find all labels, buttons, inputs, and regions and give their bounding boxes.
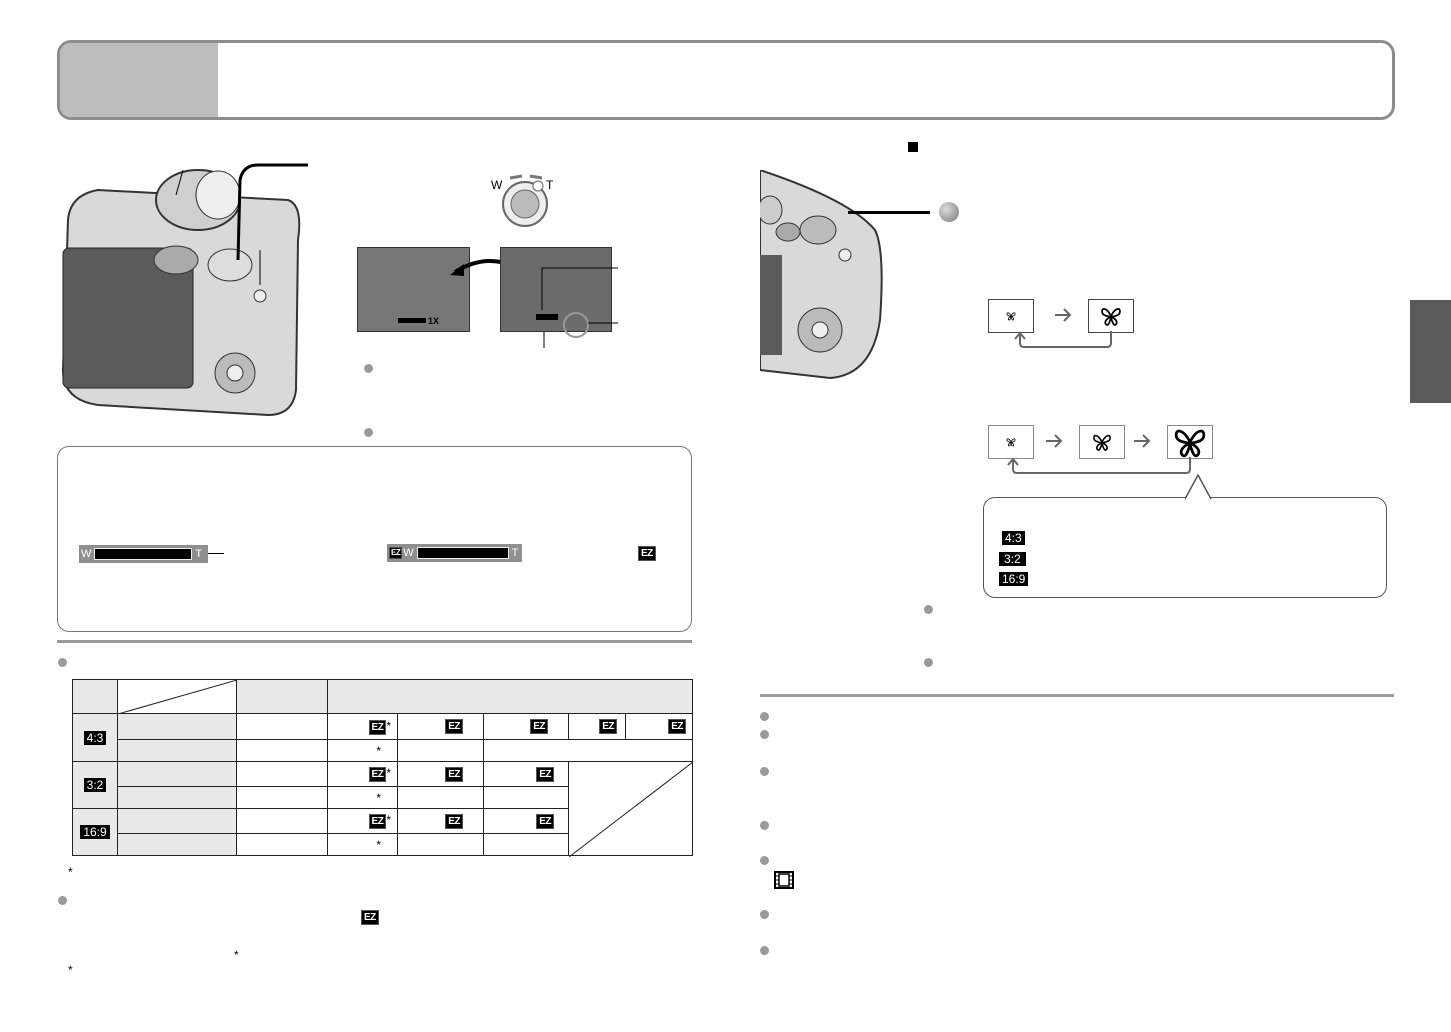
ratio-16-9-icon: 16:9 — [80, 825, 110, 839]
ez-icon: EZ — [361, 910, 379, 925]
ratio-4-3-icon: 4:3 — [83, 730, 107, 745]
bullet-icon — [760, 821, 769, 830]
asterisk: * — [386, 813, 391, 827]
optical-zoom-bar: W T — [79, 545, 208, 563]
ez-icon: EZ — [445, 719, 463, 734]
bullet-icon — [58, 896, 67, 905]
aspect-ratio-callout — [983, 497, 1387, 598]
tele-label: T — [511, 547, 519, 559]
asterisk: * — [376, 790, 381, 805]
bullet-icon — [364, 364, 373, 373]
asterisk: * — [376, 743, 381, 758]
bullet-icon — [924, 658, 933, 667]
screen-tele-preview — [500, 247, 612, 338]
ez-icon: EZ — [445, 813, 463, 829]
header-section-tab — [60, 43, 218, 117]
chapter-side-tab — [1410, 300, 1451, 403]
asterisk: * — [386, 718, 391, 733]
ez-icon: EZ — [389, 547, 403, 559]
page-header — [57, 40, 1395, 120]
ez-icon: EZ — [368, 719, 387, 735]
bullet-icon — [760, 730, 769, 739]
ratio-16-9-icon: 16:9 — [999, 572, 1029, 586]
footnote-asterisk: * — [68, 963, 73, 977]
return-arrow-icon — [1007, 457, 1191, 474]
ez-icon: EZ — [638, 546, 656, 561]
return-arrow-icon — [1014, 331, 1112, 348]
bullet-icon — [760, 856, 769, 865]
zoom-bar-fill — [94, 548, 193, 560]
bullet-icon — [58, 658, 67, 667]
ez-icon: EZ — [668, 719, 686, 734]
bullet-icon — [364, 428, 373, 437]
camera-top-illustration — [760, 170, 883, 380]
arrow-right-icon — [1055, 308, 1072, 322]
tele-label: T — [195, 548, 203, 560]
image-size-large — [1167, 425, 1213, 459]
extended-zoom-bar: EZ W T — [387, 544, 522, 562]
ez-icon: EZ — [530, 719, 548, 734]
ratio-4-3-icon: 4:3 — [1002, 531, 1025, 545]
ez-icon: EZ — [445, 766, 463, 782]
image-size-small — [988, 299, 1034, 333]
ez-icon: EZ — [536, 813, 554, 829]
wide-label: W — [403, 547, 414, 559]
callout-pointer — [1185, 474, 1212, 500]
leader-line — [848, 211, 930, 214]
arrow-right-icon — [1046, 434, 1063, 448]
butterfly-icon — [1006, 311, 1016, 321]
zoom-lever-icon — [502, 174, 548, 227]
bullet-icon — [760, 712, 769, 721]
butterfly-icon — [1092, 432, 1112, 452]
ez-icon: EZ — [368, 814, 387, 829]
butterfly-icon — [1006, 437, 1016, 447]
ratio-3-2-icon: 3:2 — [83, 778, 107, 792]
film-icon — [774, 871, 794, 889]
bullet-icon — [924, 605, 933, 614]
section-divider — [760, 694, 1394, 697]
asterisk: * — [376, 837, 381, 852]
bullet-icon — [760, 910, 769, 919]
image-size-small — [988, 425, 1034, 459]
leader-line — [208, 553, 224, 554]
zoom-wide-label: W — [491, 178, 503, 192]
footnote-asterisk: * — [234, 948, 239, 962]
asterisk: * — [386, 766, 391, 780]
footnote-asterisk: * — [68, 865, 73, 879]
image-size-medium — [1088, 299, 1134, 333]
ez-icon: EZ — [536, 766, 554, 782]
arrow-right-icon — [1134, 434, 1151, 448]
section-divider — [57, 640, 692, 643]
image-size-medium — [1079, 425, 1125, 459]
callout-lines — [541, 267, 618, 348]
bullet-icon — [760, 946, 769, 955]
ez-icon: EZ — [599, 719, 617, 734]
camera-rear-illustration — [61, 163, 308, 417]
ez-icon: EZ — [368, 767, 387, 782]
butterfly-icon — [1100, 305, 1122, 327]
zoom-ratio-table: 4:3 EZ* EZ EZ EZ EZ * 3:2 EZ* EZ EZ * 16… — [72, 679, 693, 857]
zoom-readout: 1X — [428, 316, 440, 326]
step-ball-icon — [939, 202, 959, 222]
black-square-icon — [908, 142, 918, 152]
butterfly-icon — [1173, 425, 1207, 459]
bullet-icon — [760, 767, 769, 776]
zoom-bar-fill — [416, 547, 509, 559]
zoom-tele-label: T — [546, 178, 554, 192]
screen-wide-preview: 1X — [357, 247, 470, 332]
ratio-3-2-icon: 3:2 — [999, 552, 1026, 566]
wide-label: W — [81, 548, 92, 560]
zoom-bar-info-box — [57, 446, 692, 632]
